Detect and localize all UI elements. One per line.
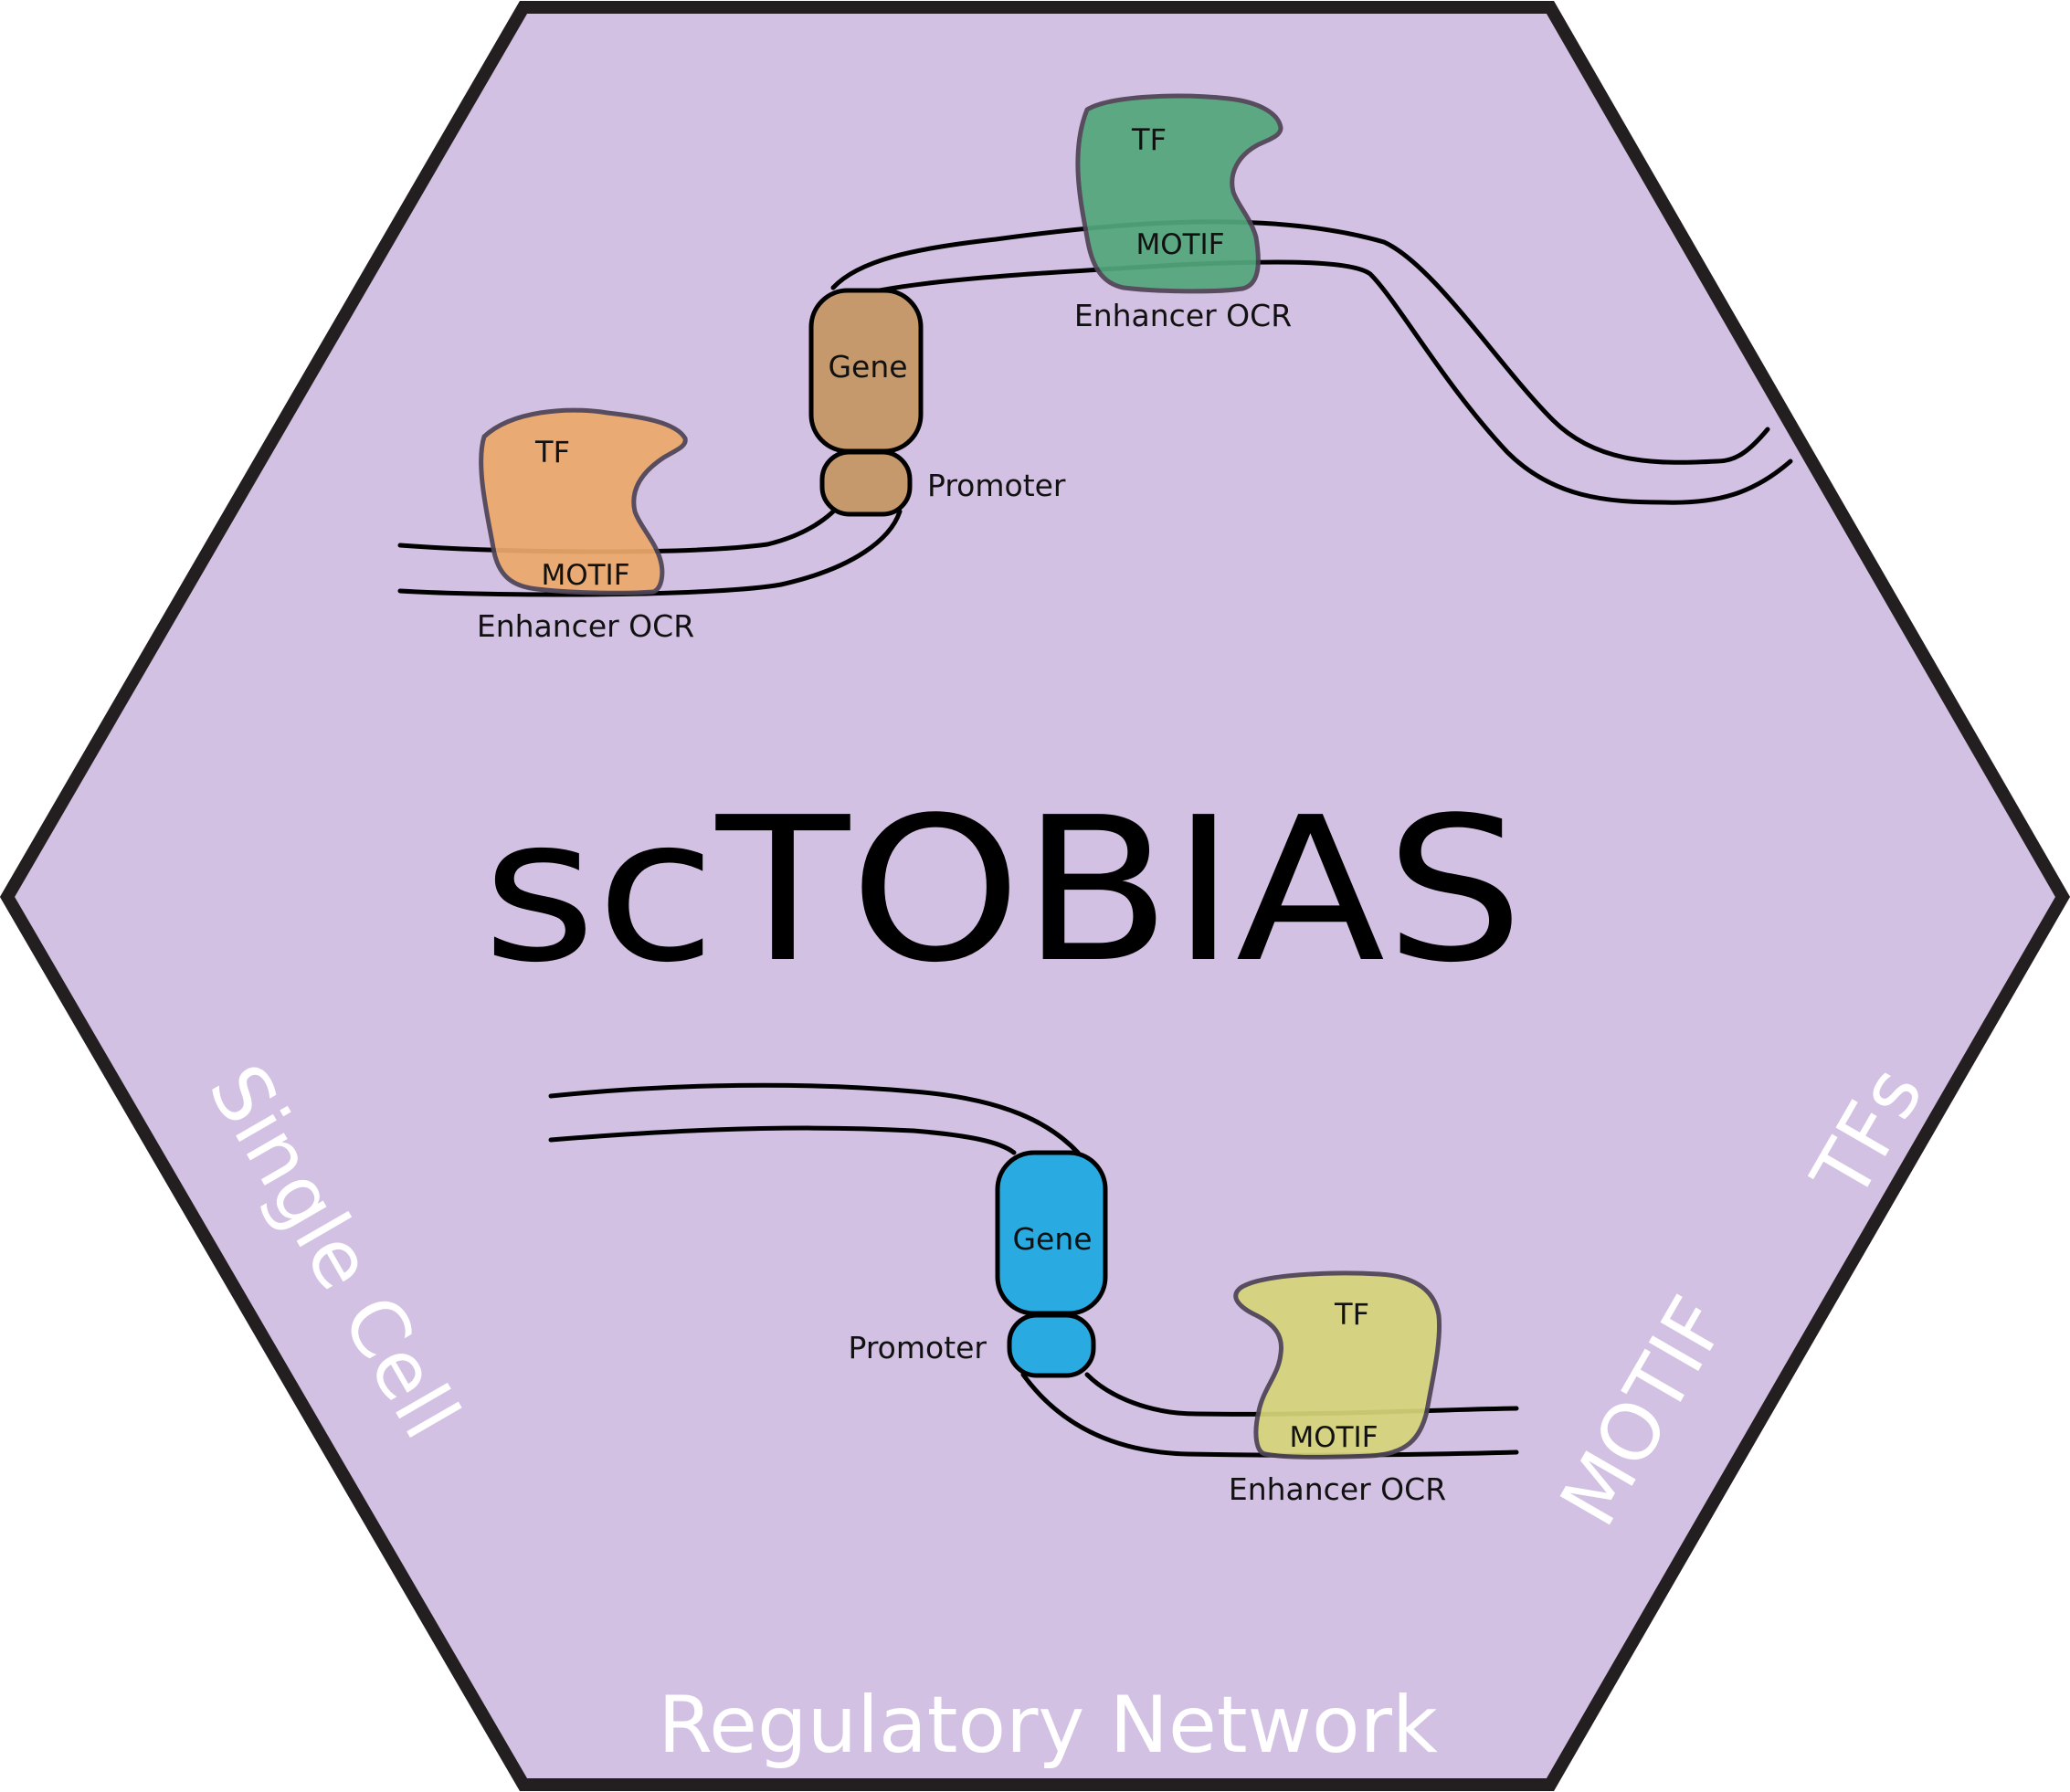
motif-label: MOTIF — [1289, 1421, 1378, 1454]
enhancer-ocr-label: Enhancer OCR — [1074, 298, 1292, 333]
logo-title: scTOBIAS — [482, 775, 1524, 1007]
motif-label: MOTIF — [1135, 228, 1224, 261]
tf-label: TF — [534, 435, 570, 469]
gene-label: Gene — [828, 349, 907, 385]
lower-tf: TF MOTIF Enhancer OCR — [1229, 1270, 1446, 1507]
enhancer-ocr-label: Enhancer OCR — [477, 608, 694, 644]
lower-gene: Gene Promoter — [849, 1150, 1108, 1378]
tf-yellow-protein — [1233, 1270, 1442, 1460]
promoter-label: Promoter — [927, 468, 1066, 503]
gene-label: Gene — [1012, 1221, 1092, 1257]
tf-green-protein — [1075, 93, 1283, 294]
edge-label-regulatory-network: Regulatory Network — [658, 1680, 1438, 1771]
tf-orange-protein — [479, 407, 688, 596]
tf-label: TF — [1334, 1297, 1369, 1332]
tf-label: TF — [1131, 122, 1167, 157]
enhancer-ocr-label: Enhancer OCR — [1229, 1471, 1446, 1507]
motif-label: MOTIF — [541, 559, 629, 592]
promoter-box — [1007, 1312, 1096, 1378]
promoter-box — [819, 449, 913, 517]
promoter-label: Promoter — [849, 1330, 987, 1365]
upper-left-tf: TF MOTIF Enhancer OCR — [477, 407, 694, 644]
upper-right-tf: TF MOTIF Enhancer OCR — [1074, 93, 1292, 333]
upper-gene: Gene Promoter — [808, 288, 1066, 517]
lower-diagram: Gene Promoter TF MOTIF Enhancer OCR — [548, 1082, 1519, 1507]
upper-diagram: TF MOTIF Enhancer OCR Gene Promoter TF M… — [397, 93, 1793, 644]
lower-dna-strands — [548, 1082, 1519, 1458]
upper-dna-strands — [397, 219, 1793, 597]
